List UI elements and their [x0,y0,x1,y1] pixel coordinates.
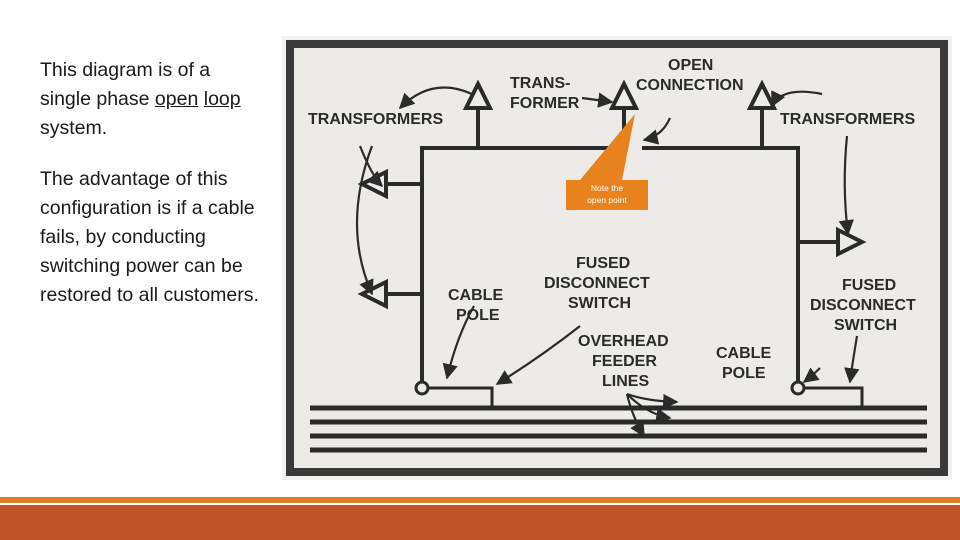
label-feeder: FEEDER [592,353,657,370]
footer-accent-line [0,497,960,503]
label-disconnect-right: DISCONNECT [810,297,916,314]
label-transformers-right: TRANSFORMERS [780,111,915,128]
label-open: OPEN [668,57,713,74]
label-switch-right: SWITCH [834,317,897,334]
callout-line-2: open point [587,195,627,205]
label-switch-center: SWITCH [568,295,631,312]
label-overhead: OVERHEAD [578,333,669,350]
label-fused-right: FUSED [842,277,896,294]
label-former: FORMER [510,95,580,112]
label-transformers-left: TRANSFORMERS [308,111,443,128]
label-fused-center: FUSED [576,255,630,272]
callout-line-1: Note the [591,183,623,193]
footer-bar [0,505,960,540]
label-pole-left: POLE [456,307,500,324]
label-trans: TRANS- [510,75,570,92]
label-cable-left: CABLE [448,287,503,304]
intro-end: system. [40,117,107,139]
label-pole-right: POLE [722,365,766,382]
label-disconnect-center: DISCONNECT [544,275,650,292]
underlined-loop: loop [204,88,241,110]
open-loop-diagram: TRANS- FORMER OPEN CONNECTION TRANSFORME… [282,36,952,480]
label-lines: LINES [602,373,649,390]
label-connection: CONNECTION [636,77,744,94]
paragraph-intro: This diagram is of a single phase open l… [40,56,265,143]
slide-text: This diagram is of a single phase open l… [40,56,265,332]
label-cable-right: CABLE [716,345,771,362]
paragraph-advantage: The advantage of this configuration is i… [40,165,265,310]
underlined-open: open [155,88,198,110]
